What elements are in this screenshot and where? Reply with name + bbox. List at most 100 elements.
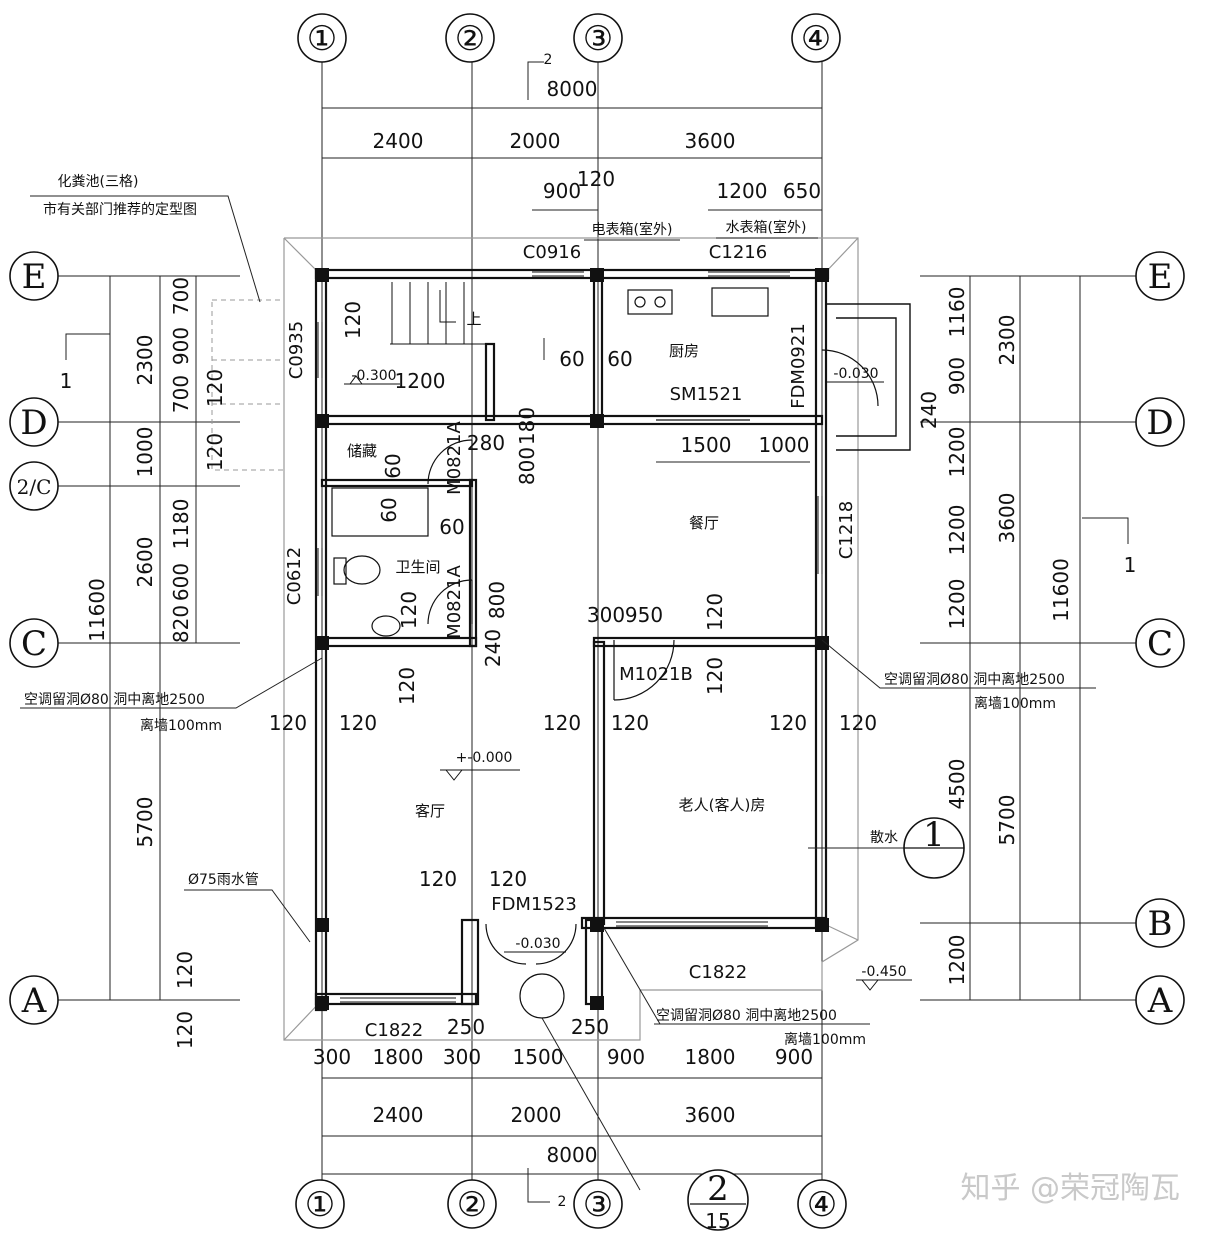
section-callout-num: 1 (923, 815, 945, 855)
dim-bottom-detail-1: 300 (313, 1045, 351, 1069)
grid-lines (58, 62, 1136, 1180)
dim-bottom-pier-1: 250 (447, 1015, 485, 1039)
grid-label-bottom-4: ④ (807, 1185, 837, 1225)
grid-label-top-4: ④ (801, 19, 831, 59)
section-mark-bottom: 2 (558, 1194, 567, 1210)
note-ac-hole-bottom-2: 离墙100mm (784, 1031, 866, 1048)
level-kitchen-porch: -0.030 (833, 366, 878, 382)
grid-bubbles-left (9, 251, 59, 1025)
dim-left-detail-5: 120 (203, 433, 227, 471)
grid-bubble-left-e (9, 251, 59, 301)
dim-right-detail-3: 240 (917, 391, 941, 429)
inner-dim-18: 120 (703, 593, 727, 631)
grid-bubble-left-d (9, 397, 59, 447)
dim-bottom-bay-1: 2400 (373, 1103, 424, 1127)
grid-bubble-right-c (1135, 618, 1185, 668)
grid-label-right-b: B (1148, 904, 1173, 944)
grid-bubble-bottom-3 (573, 1179, 623, 1229)
dim-top-bay-2: 2000 (510, 129, 561, 153)
dim-right-detail-8: 1200 (945, 935, 969, 986)
window-code-c1218: C1218 (836, 501, 857, 559)
dim-left-detail-6: 1180 (169, 499, 193, 550)
inner-dim-28: 120 (489, 867, 527, 891)
level-markers (344, 375, 912, 991)
section-mark-left: 1 (60, 369, 73, 393)
door-code-m0821a-storage: M0821A (444, 420, 465, 494)
level-front-porch: -0.030 (515, 936, 560, 952)
door-code-fdm0921: FDM0921 (788, 323, 809, 409)
dim-left-detail-9: 120 (173, 951, 197, 989)
inner-dim-2: 120 (341, 301, 365, 339)
dim-top-overall: 8000 (547, 77, 598, 101)
inner-dim-12: 240 (481, 629, 505, 667)
detail-callout: 2 15 (687, 1169, 749, 1233)
inner-dim-4: 60 (607, 347, 632, 371)
dim-top-detail-2: 120 (577, 167, 615, 191)
inner-dim-22: 120 (339, 711, 377, 735)
grid-bubble-right-d (1135, 397, 1185, 447)
grid-bubble-right-b (1135, 898, 1185, 948)
grid-bubble-top-3 (573, 13, 623, 63)
door-code-m1021b: M1021B (619, 664, 693, 685)
dim-left-detail-1: 700 (169, 277, 193, 315)
dim-bottom-detail-4: 1500 (513, 1045, 564, 1069)
window-code-c1822-right: C1822 (689, 962, 747, 983)
room-label-bathroom: 卫生间 (395, 558, 440, 576)
inner-dim-24: 120 (611, 711, 649, 735)
grid-label-top-3: ③ (583, 19, 613, 59)
dim-right-detail-1: 1160 (945, 287, 969, 338)
door-code-m0821a-bathroom: M0821A (444, 564, 465, 638)
grid-label-left-2c: 2/C (17, 475, 52, 499)
window-code-c0916: C0916 (523, 242, 581, 263)
leader-lines (20, 61, 1129, 1203)
bathtub-icon (331, 487, 429, 537)
dim-bottom-detail-6: 1800 (685, 1045, 736, 1069)
grid-bubbles-top (297, 13, 841, 63)
dim-bottom-detail-5: 900 (607, 1045, 645, 1069)
inner-dim-16: 1500 (681, 433, 732, 457)
dim-left-bay-3: 2600 (133, 537, 157, 588)
dim-right-detail-5: 1200 (945, 505, 969, 556)
inner-dim-5: 280 (467, 431, 505, 455)
inner-dim-20: 120 (395, 667, 419, 705)
inner-dim-13: 800 (485, 581, 509, 619)
windows (317, 271, 823, 1003)
toilet-icon (343, 555, 381, 585)
inner-dim-7: 800 (515, 447, 539, 485)
inner-dim-17: 1000 (759, 433, 810, 457)
section-callout: 1 (903, 815, 965, 879)
inner-dim-23: 120 (543, 711, 581, 735)
note-ac-hole-bottom-1: 空调留洞Ø80 洞中离地2500 (656, 1007, 837, 1024)
note-ac-hole-left-2: 离墙100mm (140, 717, 222, 734)
inner-dim-25: 120 (769, 711, 807, 735)
grid-bubble-left-c (9, 618, 59, 668)
dim-left-detail-2: 900 (169, 327, 193, 365)
grid-label-right-d: D (1146, 403, 1173, 443)
inner-dim-9: 60 (377, 497, 401, 522)
grid-label-left-e: E (22, 257, 47, 297)
window-code-c0612: C0612 (284, 547, 305, 605)
dim-left-overall: 11600 (85, 578, 109, 642)
dim-right-bay-3: 5700 (995, 795, 1019, 846)
columns (315, 268, 829, 1010)
note-apron: 散水 (870, 830, 898, 846)
note-septic-2: 市有关部门推荐的定型图 (43, 201, 197, 218)
door-code-sm1521: SM1521 (670, 384, 743, 405)
grid-label-left-d: D (20, 403, 47, 443)
inner-dim-6: 180 (515, 407, 539, 445)
inner-dim-11: 120 (397, 591, 421, 629)
grid-label-top-2: ② (455, 19, 485, 59)
grid-label-bottom-3: ③ (583, 1185, 613, 1225)
note-ac-hole-left-1: 空调留洞Ø80 洞中离地2500 (24, 691, 205, 708)
inner-dim-1: 1200 (395, 369, 446, 393)
dim-bottom-detail-3: 300 (443, 1045, 481, 1069)
note-septic-1: 化粪池(三格) (58, 174, 139, 190)
dim-top-bay-3: 3600 (685, 129, 736, 153)
dim-right-detail-7: 4500 (945, 759, 969, 810)
inner-dim-19: 120 (703, 657, 727, 695)
dim-bottom-bay-2: 2000 (511, 1103, 562, 1127)
grid-bubble-left-2c (9, 461, 59, 511)
watermark-text: 知乎 @荣冠陶瓦 (960, 1171, 1180, 1206)
fixtures (331, 287, 769, 1019)
dim-right-detail-2: 900 (945, 357, 969, 395)
